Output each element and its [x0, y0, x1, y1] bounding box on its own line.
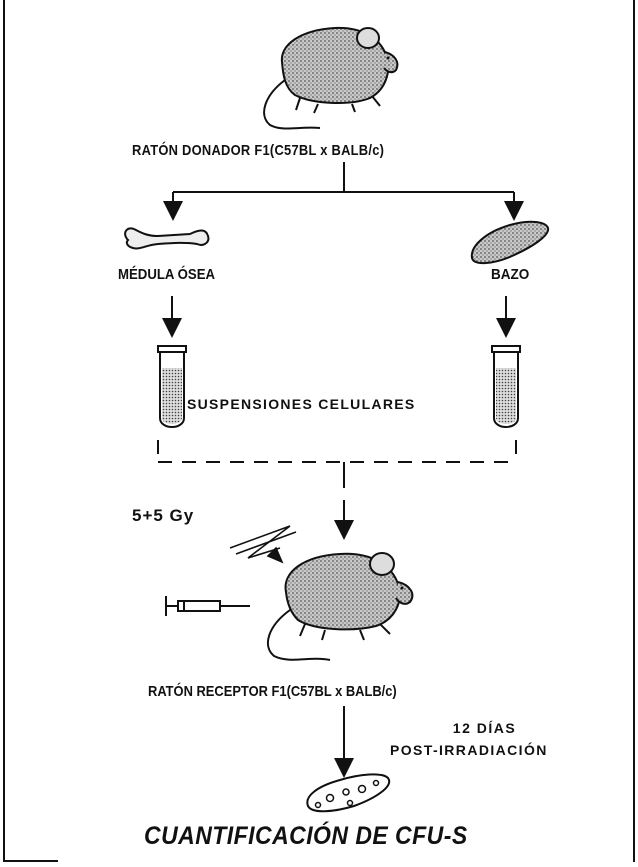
donor-connectors: [173, 162, 514, 211]
syringe-icon: [166, 596, 250, 616]
recipient-mouse-icon: [268, 553, 412, 660]
donor-mouse-label: RATÓN DONADOR F1(C57BL x BALB/c): [132, 142, 384, 159]
spleen-label: BAZO: [491, 266, 529, 283]
spleen-icon: [472, 222, 548, 263]
bone-marrow-label: MÉDULA ÓSEA: [118, 266, 215, 283]
tube-arrows: [172, 296, 506, 328]
test-tube-icon-right: [492, 346, 520, 427]
recipient-mouse-label: RATÓN RECEPTOR F1(C57BL x BALB/c): [148, 683, 397, 700]
donor-mouse-icon: [264, 28, 397, 129]
dashed-merge-connector: [158, 440, 516, 462]
post-irradiation-label: POST-IRRADIACIÓN: [390, 742, 548, 758]
result-title: CUANTIFICACIÓN DE CFU-S: [144, 822, 468, 851]
spleen-colonies-icon: [307, 774, 389, 811]
bone-icon: [125, 228, 208, 248]
test-tube-icon-left: [158, 346, 186, 427]
cell-suspensions-label: SUSPENSIONES CELULARES: [187, 396, 416, 412]
days-label: 12 DÍAS: [403, 720, 566, 736]
irradiation-dose-label: 5+5 Gy: [132, 506, 194, 526]
radiation-bolt-icon: [230, 526, 296, 562]
